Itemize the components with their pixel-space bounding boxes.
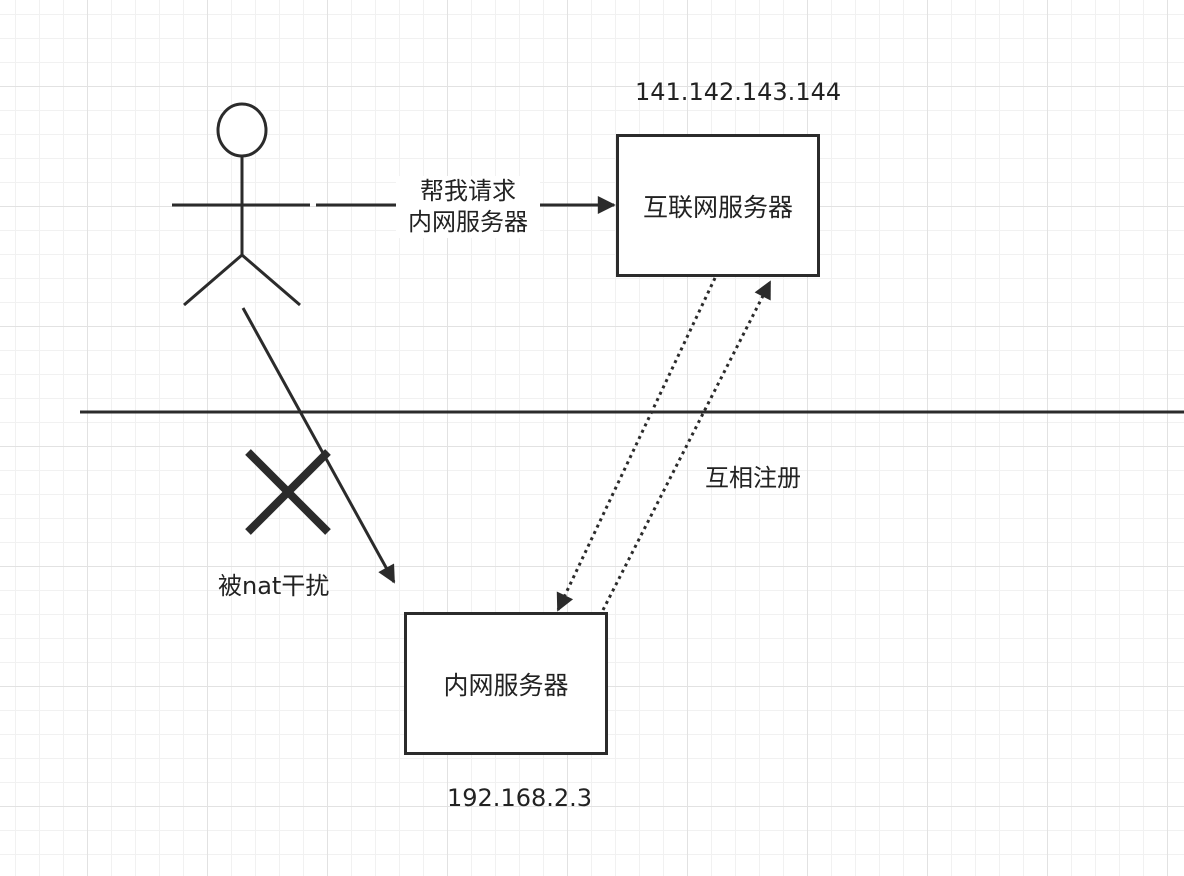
request-edge-label-line2: 内网服务器 bbox=[408, 208, 528, 236]
request-edge-label-line1: 帮我请求 bbox=[420, 177, 516, 205]
blocked-direct-arrow bbox=[241, 307, 396, 584]
intranet-server-ip: 192.168.2.3 bbox=[447, 784, 593, 812]
user-actor-icon bbox=[172, 102, 310, 307]
internet-server-label: 互联网服务器 bbox=[642, 192, 793, 222]
register-edge-label: 互相注册 bbox=[705, 464, 801, 492]
internet-server-node: 互联网服务器 bbox=[616, 134, 820, 277]
intranet-server-label: 内网服务器 bbox=[443, 670, 569, 700]
request-edge-label: 帮我请求 内网服务器 bbox=[396, 176, 540, 238]
internet-server-ip: 141.142.143.144 bbox=[635, 78, 842, 106]
nat-blocked-label: 被nat干扰 bbox=[218, 572, 330, 600]
register-arrow-down bbox=[556, 277, 717, 612]
register-arrow-up bbox=[601, 280, 772, 611]
blocked-x-icon bbox=[245, 449, 331, 535]
intranet-server-node: 内网服务器 bbox=[404, 612, 608, 755]
